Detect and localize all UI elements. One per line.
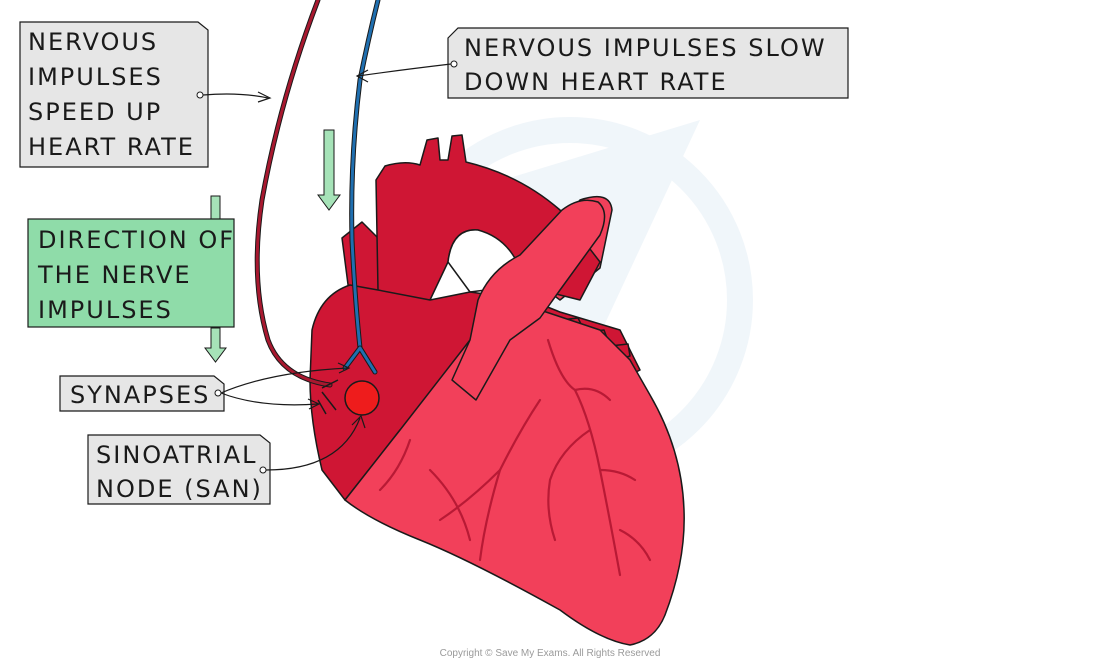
label-synapses: SYNAPSES xyxy=(59,375,225,412)
leader-synapses-2 xyxy=(220,392,319,406)
parasympathetic-nerve xyxy=(342,0,381,375)
slow-down-line-1: NERVOUS IMPULSES SLOW xyxy=(464,34,827,62)
copyright-notice: Copyright © Save My Exams. All Rights Re… xyxy=(440,648,661,659)
direction-line-2: THE NERVE xyxy=(37,261,192,289)
sympathetic-nerve xyxy=(254,0,339,415)
ventricles xyxy=(344,299,685,646)
direction-line-3: IMPULSES xyxy=(38,296,173,324)
slow-down-line-2: DOWN HEART RATE xyxy=(464,68,728,96)
direction-arrow-lower xyxy=(204,327,227,363)
speed-up-line-2: IMPULSES xyxy=(28,63,163,91)
pulmonary-trunk xyxy=(451,199,606,401)
label-san: SINOATRIAL NODE (SAN) xyxy=(87,434,271,505)
leader-slow-down xyxy=(357,63,452,77)
label-slow-down: NERVOUS IMPULSES SLOW DOWN HEART RATE xyxy=(447,27,849,99)
speed-up-line-4: HEART RATE xyxy=(28,133,195,161)
san-node xyxy=(344,380,380,416)
speed-up-line-1: NERVOUS xyxy=(28,28,158,56)
label-speed-up: NERVOUS IMPULSES SPEED UP HEART RATE xyxy=(19,21,209,168)
label-direction: DIRECTION OF THE NERVE IMPULSES xyxy=(27,218,235,328)
direction-arrow-upper xyxy=(210,195,221,221)
leader-synapses-1 xyxy=(220,367,349,394)
san-line-1: SINOATRIAL xyxy=(96,441,258,469)
speed-up-line-3: SPEED UP xyxy=(28,98,162,126)
direction-arrow-top xyxy=(317,129,341,211)
heart xyxy=(309,134,685,646)
leader-san xyxy=(265,417,361,471)
direction-line-1: DIRECTION OF xyxy=(38,226,235,254)
leader-speed-up xyxy=(202,93,269,99)
synapses-text: SYNAPSES xyxy=(70,381,210,409)
san-line-2: NODE (SAN) xyxy=(96,475,263,503)
coronary-vessels xyxy=(378,338,652,577)
